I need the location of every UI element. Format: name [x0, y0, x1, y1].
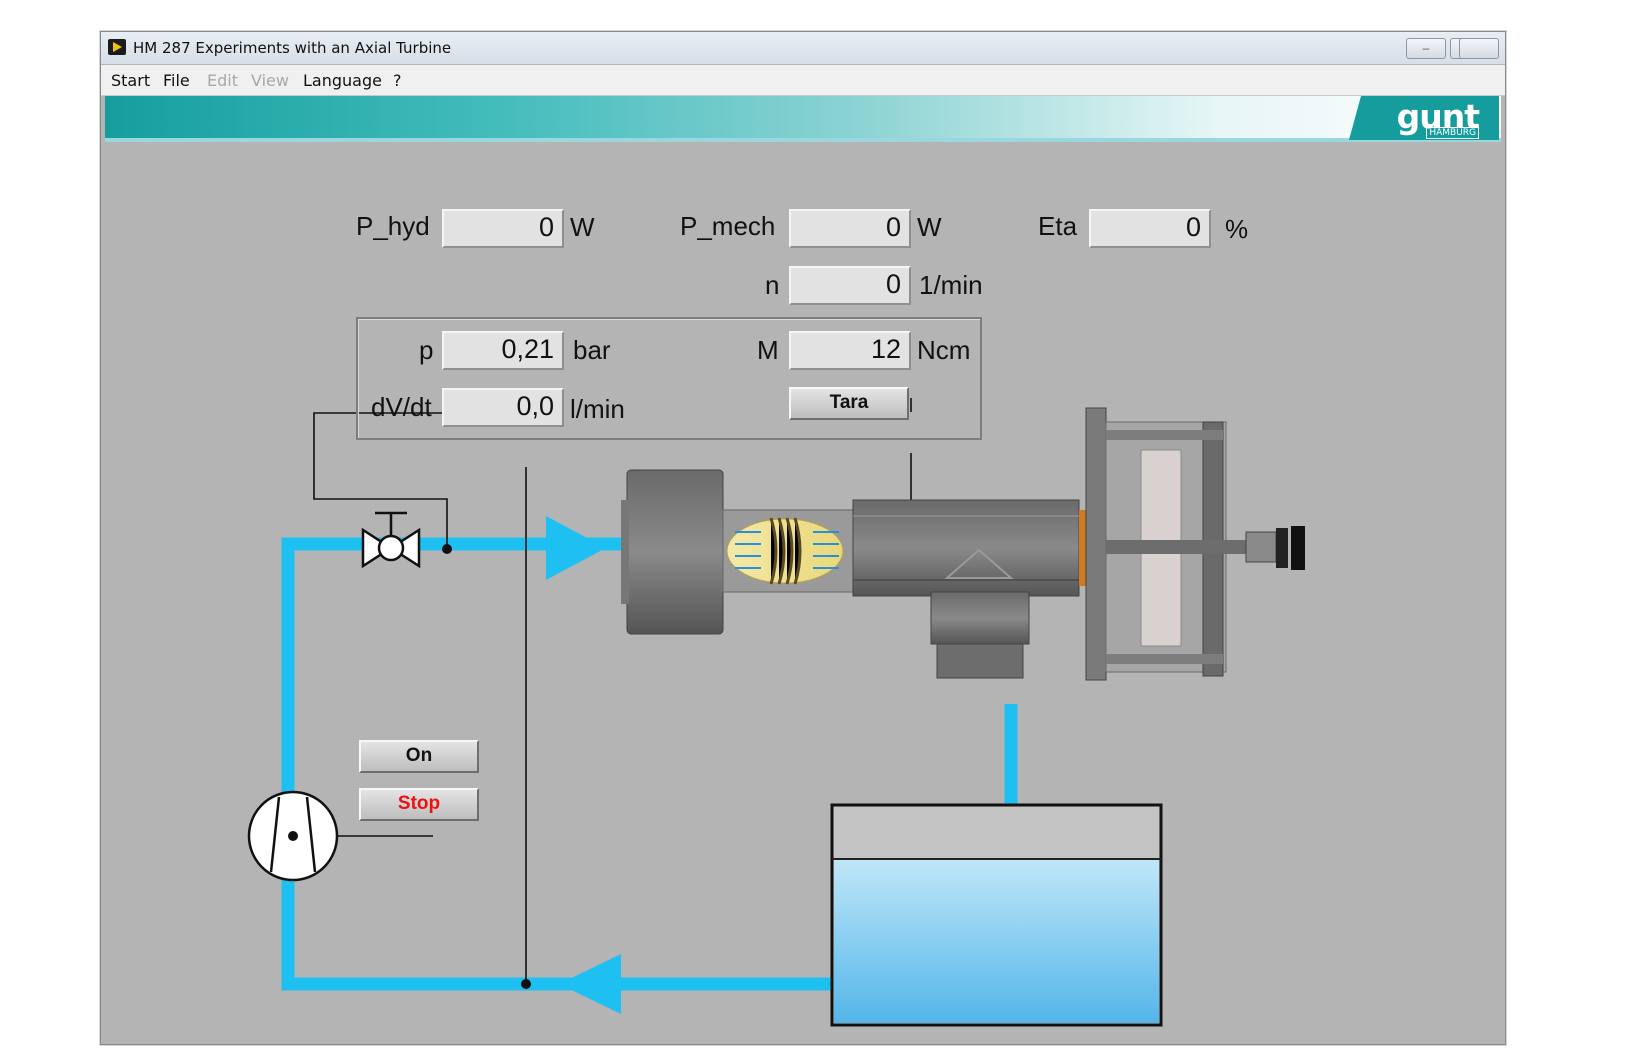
label-dvdt: dV/dt	[371, 392, 432, 422]
menu-help[interactable]: ?	[393, 71, 402, 90]
label-eta: Eta	[1038, 211, 1078, 241]
menu-view[interactable]: View	[251, 71, 289, 90]
sensor-group	[356, 317, 982, 440]
flow-arrow-right	[546, 516, 606, 580]
valve-node	[442, 544, 452, 554]
on-button[interactable]: On	[359, 740, 479, 773]
main-window: HM 287 Experiments with an Axial Turbine…	[100, 31, 1506, 1045]
title-bar: HM 287 Experiments with an Axial Turbine…	[101, 32, 1505, 65]
signal-lines	[293, 398, 912, 984]
menu-edit[interactable]: Edit	[207, 71, 238, 90]
unit-eta: %	[1225, 214, 1249, 244]
field-dvdt: 0,0	[442, 388, 564, 427]
label-n: n	[765, 270, 780, 300]
flow-arrow-left	[559, 954, 621, 1014]
unit-dvdt: l/min	[570, 394, 625, 424]
unit-n: 1/min	[919, 270, 983, 300]
tara-button[interactable]: Tara	[789, 387, 909, 420]
gunt-logo: gunt HAMBURG	[1349, 96, 1499, 140]
pipe-loop	[281, 516, 1018, 1014]
label-p-mech: P_mech	[680, 211, 776, 241]
header-banner	[105, 96, 1501, 140]
minimize-button[interactable]: –	[1406, 38, 1446, 59]
menu-start[interactable]: Start	[111, 71, 151, 90]
field-eta: 0	[1089, 209, 1211, 248]
banner-stripe	[105, 138, 1501, 142]
menu-language[interactable]: Language	[303, 71, 382, 90]
pump-icon	[247, 790, 339, 882]
process-diagram	[247, 398, 1305, 1027]
field-n: 0	[789, 266, 911, 305]
field-p-hyd: 0	[442, 209, 564, 248]
unit-p: bar	[573, 335, 611, 365]
unit-m: Ncm	[917, 335, 971, 365]
unit-p-hyd: W	[570, 212, 595, 242]
label-p: p	[419, 335, 434, 365]
menu-file[interactable]: File	[163, 71, 190, 90]
flow-node	[521, 979, 531, 989]
menu-bar: Start File Edit View Language ?	[101, 65, 1505, 96]
axial-turbine	[621, 407, 1305, 681]
unit-p-mech: W	[917, 212, 942, 242]
valve-icon[interactable]	[361, 511, 421, 569]
logo-subtext: HAMBURG	[1426, 127, 1479, 139]
label-m: M	[757, 335, 779, 365]
label-p-hyd: P_hyd	[356, 211, 430, 241]
field-p: 0,21	[442, 331, 564, 370]
water-tank	[830, 803, 1163, 1027]
app-icon	[108, 39, 126, 55]
logo-text: gunt	[1396, 97, 1480, 136]
field-m: 12	[789, 331, 911, 370]
field-p-mech: 0	[789, 209, 911, 248]
stop-button[interactable]: Stop	[359, 788, 479, 821]
window-title: HM 287 Experiments with an Axial Turbine	[133, 39, 452, 57]
